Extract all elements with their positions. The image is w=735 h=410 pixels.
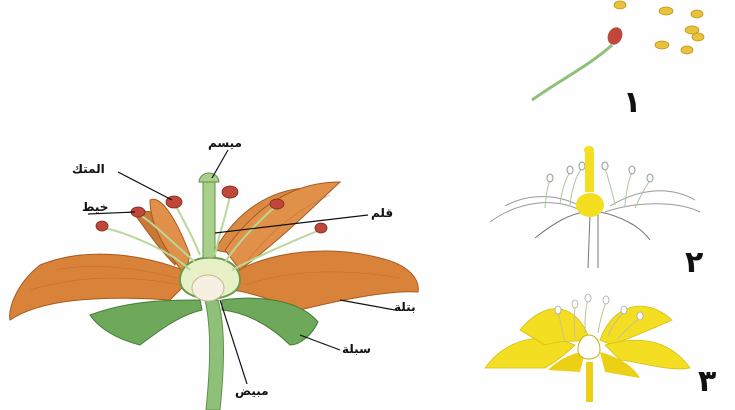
label-style: قلم	[371, 206, 393, 220]
stage-2-pistil	[576, 146, 604, 217]
main-flower	[10, 173, 419, 410]
stage-number-2: ٢	[685, 245, 703, 280]
pollen-grains	[614, 1, 704, 54]
label-petal: بتلة	[394, 300, 416, 314]
label-stigma: ميسم	[208, 136, 242, 150]
stage-3-flower	[485, 294, 690, 402]
stage-number-1: ١	[623, 85, 641, 120]
label-ovary: مبيض	[235, 384, 269, 398]
label-filament: خيط	[82, 200, 108, 214]
stage-number-3: ٣	[698, 364, 716, 399]
label-sepal: سبلة	[342, 342, 371, 356]
label-anther: المتك	[72, 162, 105, 176]
stage-1-stamen	[532, 1, 704, 100]
